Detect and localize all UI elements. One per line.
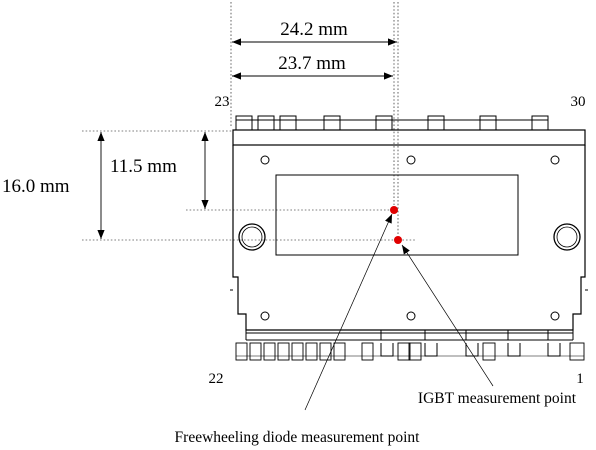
pin-number-22: 22: [209, 371, 224, 387]
diode-measurement-point: [390, 206, 398, 214]
dimension-horizontal-outer: 24.2 mm: [232, 19, 397, 46]
dimension-label-23-7: 23.7 mm: [278, 53, 346, 74]
diode-measurement-label: Freewheeling diode measurement point: [175, 429, 421, 446]
pin-number-30: 30: [571, 94, 586, 110]
dimension-vertical-outer: 16.0 mm: [2, 132, 105, 239]
pin-number-1: 1: [576, 371, 584, 387]
top-pins: [235, 115, 549, 131]
dimension-label-11-5: 11.5 mm: [110, 156, 177, 177]
mounting-hole-left: [238, 223, 266, 251]
extension-lines: [82, 2, 415, 241]
package-top-rim: [232, 129, 586, 146]
dimension-label-24-2: 24.2 mm: [280, 19, 348, 40]
package-body: [232, 145, 586, 331]
pin-holes: [260, 155, 560, 321]
inner-window: [275, 174, 519, 256]
dimension-label-16-0: 16.0 mm: [2, 176, 70, 197]
bottom-pins: [235, 342, 585, 361]
mounting-hole-right: [553, 223, 581, 251]
pin-number-23: 23: [215, 94, 230, 110]
module-package: [230, 115, 588, 361]
dimension-horizontal-inner: 23.7 mm: [232, 53, 393, 80]
dimension-vertical-inner: 11.5 mm: [110, 132, 209, 209]
igbt-measurement-point: [394, 236, 402, 244]
igbt-measurement-label: IGBT measurement point: [418, 390, 577, 407]
leader-lines: [304, 213, 494, 411]
bottom-edge: [245, 330, 574, 341]
